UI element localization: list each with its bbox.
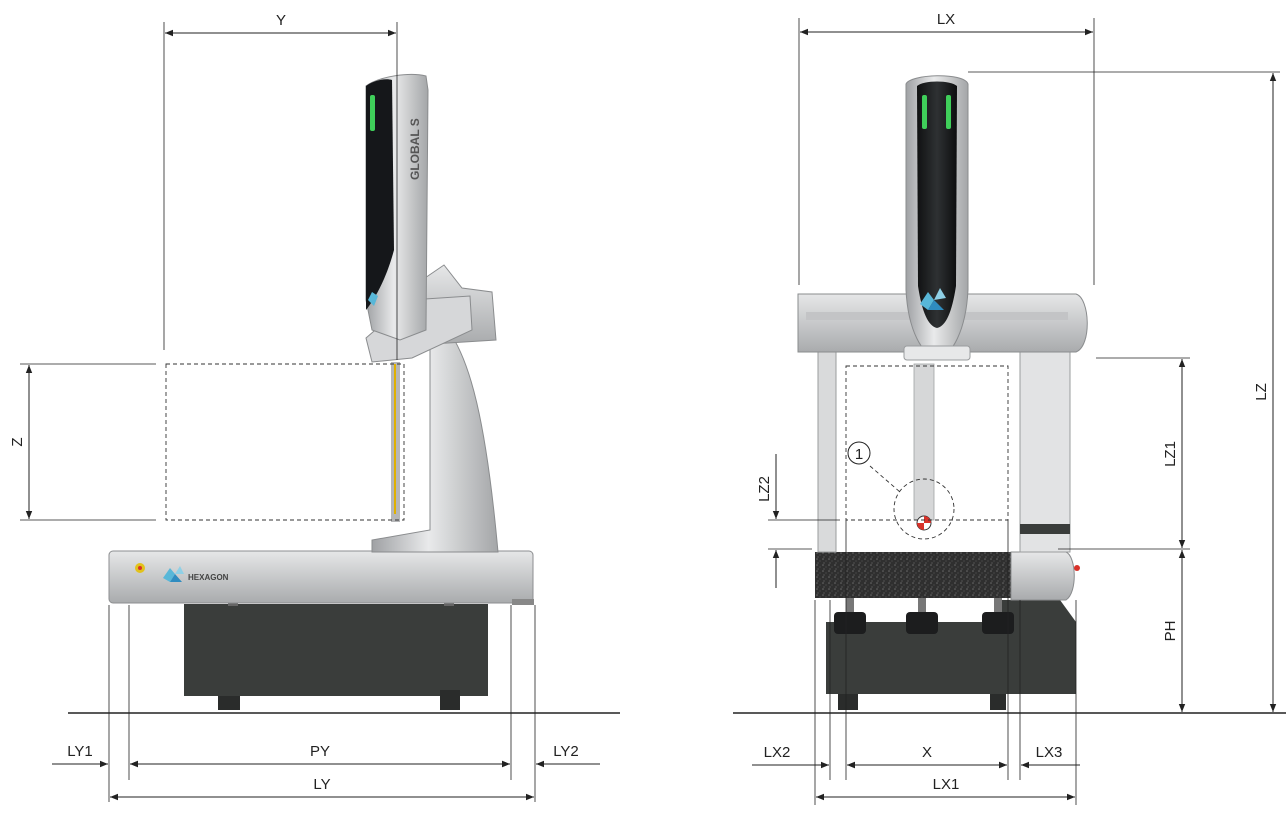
front-ram — [903, 75, 971, 521]
front-right-leg — [1019, 339, 1071, 553]
side-view: HEXAGON GLOBAL S — [9, 12, 620, 802]
front-stand — [826, 598, 1076, 710]
hexagon-brand-label: HEXAGON — [188, 573, 229, 582]
side-stand — [184, 598, 488, 710]
callout-circle — [847, 441, 871, 465]
dim-y-label: Y — [276, 12, 286, 29]
dim-ly-label: LY — [313, 776, 330, 793]
dim-py-label: PY — [310, 743, 330, 760]
dim-lx1-label: LX1 — [933, 776, 960, 793]
global-s-brand-label: GLOBAL S — [408, 118, 422, 180]
dim-lz1-label: LZ1 — [1162, 441, 1179, 467]
dim-lx3-label: LX3 — [1036, 744, 1063, 761]
hexagon-ram-logo-icon — [920, 288, 946, 310]
side-measuring-volume — [165, 363, 405, 521]
dim-x-label: X — [922, 744, 932, 761]
dim-lx-label: LX — [937, 11, 955, 28]
front-base-cover — [1010, 551, 1075, 601]
front-measuring-volume — [845, 365, 1009, 521]
probe-tip-icon — [916, 515, 932, 531]
dim-z-label: Z — [9, 437, 26, 446]
status-light-icon — [1074, 565, 1080, 571]
hexagon-logo-icon — [163, 566, 184, 582]
dim-ly1-label: LY1 — [67, 743, 93, 760]
side-extension-lines — [20, 22, 536, 802]
dim-ph-label: PH — [1162, 621, 1179, 642]
side-base: HEXAGON — [108, 550, 534, 605]
dim-lz2-label: LZ2 — [756, 476, 773, 502]
dim-lx2-label: LX2 — [764, 744, 791, 761]
dim-lz-label: LZ — [1253, 383, 1270, 401]
granite-table — [815, 552, 1011, 598]
front-extension-lines — [768, 18, 1280, 805]
front-view: 1 LX LZ LZ1 PH LZ2 — [733, 11, 1286, 805]
probe-detail-circle — [893, 478, 955, 540]
callout-number: 1 — [855, 446, 863, 463]
dim-ly2-label: LY2 — [553, 743, 579, 760]
